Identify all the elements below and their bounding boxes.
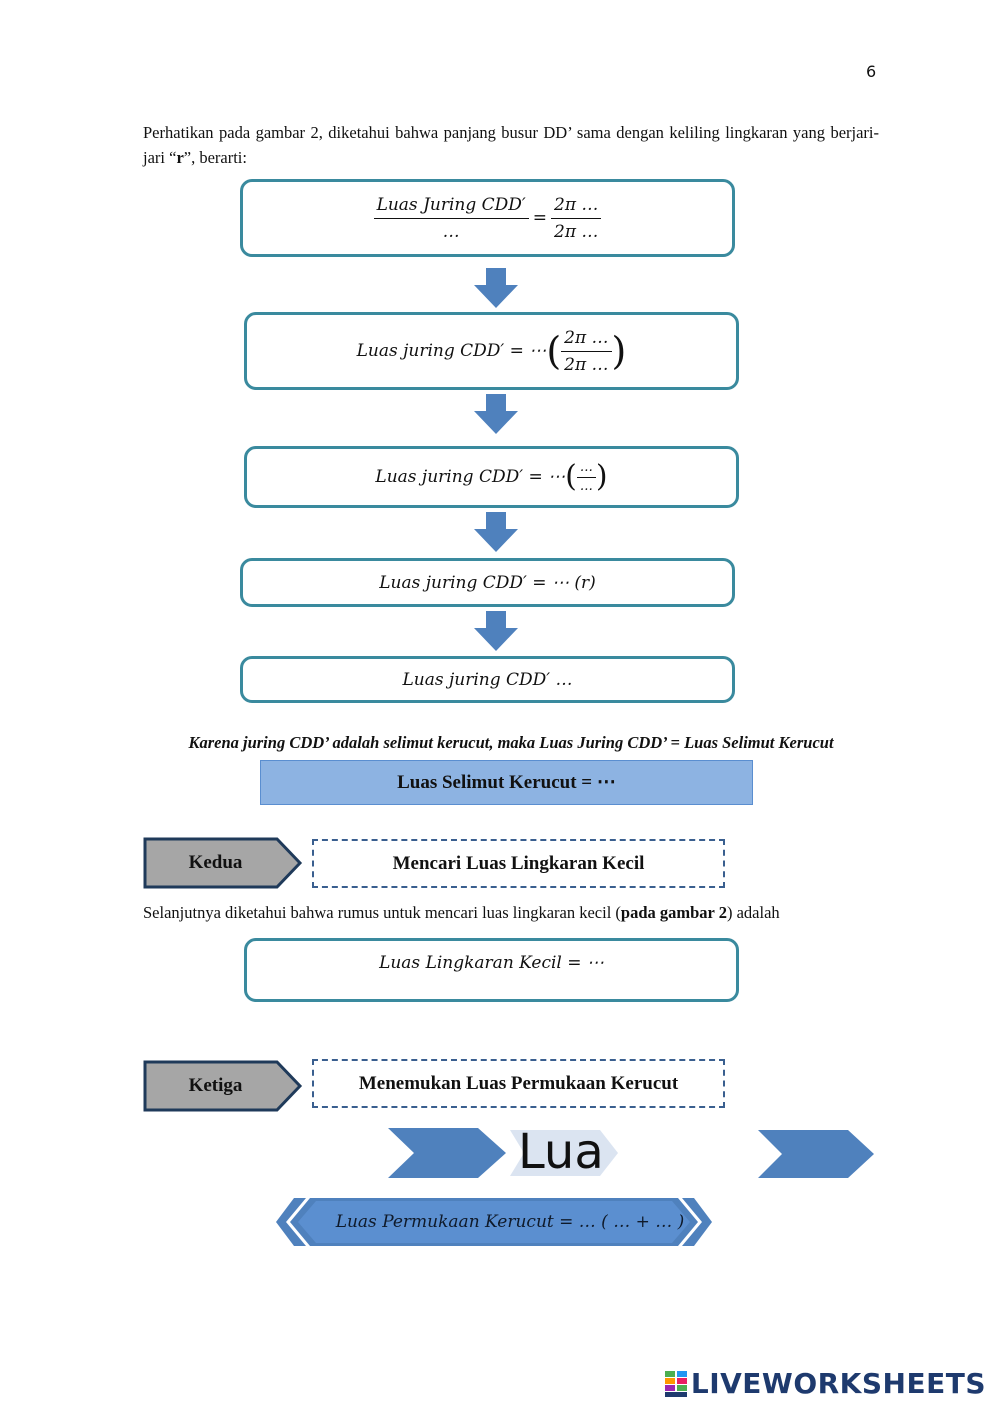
open-paren: ( [565, 459, 577, 494]
lingkaran-box: Luas Lingkaran Kecil = ⋯ [244, 938, 739, 1002]
intro-text-1: Perhatikan pada gambar 2, diketahui bahw… [143, 123, 879, 167]
karena-statement: Karena juring CDD’ adalah selimut kerucu… [188, 733, 834, 752]
step-tag-kedua-label: Kedua [188, 852, 243, 873]
step3-title: Menemukan Luas Permukaan Kerucut [312, 1059, 725, 1108]
overlay-text: Lua [518, 1124, 604, 1180]
fraction-left-denominator[interactable]: … [442, 221, 460, 242]
down-arrow-icon [474, 268, 518, 308]
liveworksheets-logo-text: LIVEWORKSHEETS [690, 1367, 986, 1400]
box3-lhs: Luas juring CDD′ = ⋯ [375, 467, 566, 487]
formula-box-1: Luas Juring CDD′ … = 2π … 2π … [240, 179, 735, 257]
luas-selimut-box[interactable]: Luas Selimut Kerucut = ⋯ [260, 760, 753, 805]
close-paren: ) [611, 329, 627, 373]
down-arrow-icon [474, 512, 518, 552]
lingkaran-formula[interactable]: Luas Lingkaran Kecil = ⋯ [379, 953, 604, 973]
formula-box-2: Luas juring CDD′ = ⋯ ( 2π … 2π … ) [244, 312, 739, 390]
para2-bold: pada gambar 2 [620, 903, 727, 922]
box3-denominator[interactable]: … [579, 478, 593, 494]
liveworksheets-badge-icon [664, 1370, 687, 1397]
box2-fraction: 2π … 2π … [561, 327, 612, 376]
fraction-left: Luas Juring CDD′ … [373, 194, 529, 243]
step2-title: Mencari Luas Lingkaran Kecil [312, 839, 725, 888]
formula-box-4: Luas juring CDD′ = ⋯ (r) [240, 558, 735, 607]
liveworksheets-logo: LIVEWORKSHEETS [664, 1367, 986, 1400]
equals-sign: = [532, 208, 548, 228]
intro-paragraph: Perhatikan pada gambar 2, diketahui bahw… [143, 120, 879, 170]
para2-text-2: ) adalah [726, 903, 780, 922]
box4-text[interactable]: Luas juring CDD′ = ⋯ (r) [379, 572, 596, 593]
final-formula[interactable]: Luas Permukaan Kerucut = … ( … + … ) [335, 1212, 685, 1232]
step-tag-ketiga [143, 1060, 303, 1112]
step-tag-ketiga-label: Ketiga [188, 1075, 243, 1096]
paragraph-2: Selanjutnya diketahui bahwa rumus untuk … [143, 903, 780, 923]
chevron-right-icon [758, 1130, 874, 1178]
box2-numerator[interactable]: 2π … [561, 327, 612, 352]
fraction-left-numerator: Luas Juring CDD′ [373, 194, 529, 219]
para2-text-1: Selanjutnya diketahui bahwa rumus untuk … [143, 903, 621, 922]
fraction-right-numerator[interactable]: 2π … [551, 194, 602, 219]
page-number: 6 [866, 62, 877, 81]
box5-text[interactable]: Luas juring CDD′ … [402, 669, 573, 690]
chevron-right-icon [388, 1128, 506, 1178]
fraction-right-denominator[interactable]: 2π … [554, 221, 599, 242]
box2-denominator[interactable]: 2π … [564, 354, 609, 375]
open-paren: ( [546, 329, 562, 373]
final-formula-banner [276, 1198, 712, 1246]
down-arrow-icon [474, 394, 518, 434]
formula-box-3: Luas juring CDD′ = ⋯ ( … … ) [244, 446, 739, 508]
close-paren: ) [595, 459, 608, 494]
intro-bold: r [176, 148, 184, 167]
down-arrow-icon [474, 611, 518, 651]
formula-box-5: Luas juring CDD′ … [240, 656, 735, 703]
box2-lhs: Luas juring CDD′ = ⋯ [356, 341, 547, 361]
box3-fraction: … … [576, 460, 596, 494]
box3-numerator[interactable]: … [576, 460, 596, 478]
step-tag-kedua [143, 837, 303, 889]
chevron-right-light-icon [510, 1130, 618, 1176]
fraction-right: 2π … 2π … [551, 194, 602, 243]
intro-text-2: ”, berarti: [183, 148, 247, 167]
